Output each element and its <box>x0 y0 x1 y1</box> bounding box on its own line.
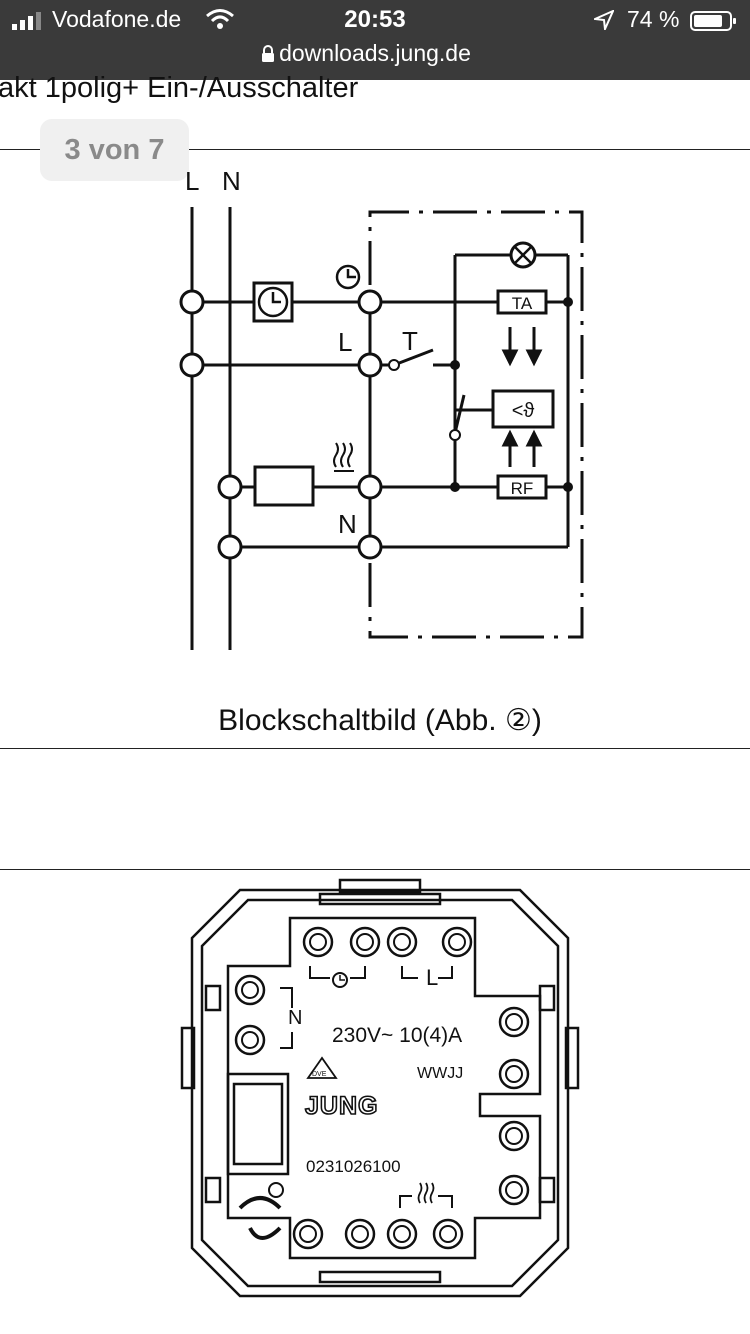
device-rating: 230V~ 10(4)A <box>332 1024 462 1047</box>
label-N-mains: N <box>222 166 241 196</box>
device-mark: DVE <box>312 1071 327 1078</box>
divider <box>0 149 750 150</box>
wifi-icon <box>206 9 234 29</box>
clock: 20:53 <box>344 6 406 33</box>
article-number: 0231026100 <box>306 1157 401 1176</box>
lock-icon <box>262 45 274 62</box>
url-bar[interactable]: downloads.jung.de <box>279 40 471 66</box>
figure-caption: Blockschaltbild (Abb. ②) <box>218 704 542 737</box>
battery-percent: 74 % <box>627 6 680 32</box>
location-arrow-icon <box>594 10 614 30</box>
label-L-terminal: L <box>338 327 352 357</box>
battery-icon <box>690 11 736 31</box>
label-theta: <ϑ <box>512 400 535 422</box>
divider <box>0 748 750 749</box>
block-circuit-diagram: L N L T N TA <ϑ RF <box>179 166 584 650</box>
device-terminal-drawing: L N 230V~ 10(4)A WWJJ DVE JUNG 023102610… <box>180 878 580 1298</box>
signal-icon <box>12 12 41 30</box>
device-label-N: N <box>288 1007 302 1029</box>
brand-logo: JUNG <box>305 1092 378 1120</box>
divider <box>0 869 750 870</box>
device-label-L: L <box>426 965 438 990</box>
label-L-mains: L <box>185 166 199 196</box>
document-heading: akt 1polig+ Ein-/Ausschalter <box>0 72 359 104</box>
status-bar: Vodafone.de 20:53 74 % downloads.jung.de <box>0 0 750 80</box>
label-T: T <box>402 326 418 356</box>
label-N-terminal: N <box>338 509 357 539</box>
label-RF: RF <box>511 479 534 498</box>
page-indicator: 3 von 7 <box>40 119 189 181</box>
device-code: WWJJ <box>417 1065 463 1082</box>
carrier-name: Vodafone.de <box>52 6 182 32</box>
label-TA: TA <box>512 294 533 313</box>
